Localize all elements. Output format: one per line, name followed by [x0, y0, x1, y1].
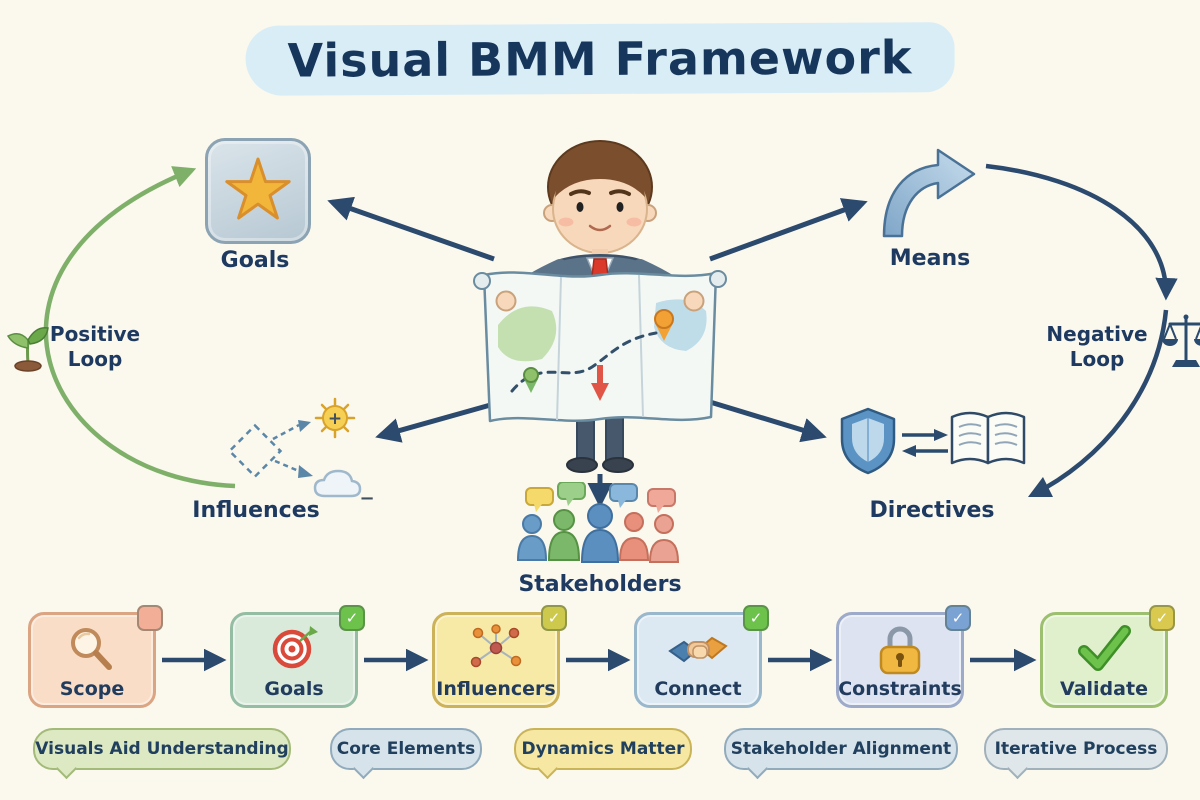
callout-label: Dynamics Matter [521, 739, 685, 759]
process-step-influencers: ✓ Influencers [432, 605, 567, 708]
callout-iterative-process: Iterative Process [984, 728, 1168, 780]
padlock-icon [879, 626, 921, 675]
negative-loop-line1: Negative [1046, 322, 1148, 346]
diamond-icon [227, 423, 283, 479]
status-badge [137, 605, 163, 631]
positive-loop-line2: Loop [67, 347, 123, 371]
badge-check: ✓ [749, 609, 763, 627]
influences-icons: + − [227, 397, 375, 508]
cloud-icon: − [313, 469, 375, 508]
badge-check: ✓ [345, 609, 359, 627]
node-goals-label: Goals [220, 248, 290, 273]
positive-loop-line1: Positive [49, 322, 141, 346]
negative-loop-line2: Loop [1069, 347, 1125, 371]
badge-check: ✓ [547, 609, 561, 627]
badge-check: ✓ [951, 609, 965, 627]
connector-center-means [709, 198, 868, 262]
page-title: Visual BMM Framework [245, 22, 955, 96]
callout-visuals-aid-understanding: Visuals Aid Understanding [33, 728, 291, 780]
process-step-validate: ✓ Validate [1040, 605, 1175, 708]
star-icon [205, 138, 311, 244]
speech-bubbles-icon [525, 482, 676, 513]
callout-core-elements: Core Elements [330, 728, 482, 780]
status-badge: ✓ [1149, 605, 1175, 631]
node-means-label: Means [889, 246, 971, 271]
node-directives-label: Directives [869, 498, 995, 523]
book-icon [950, 411, 1026, 465]
connector-center-directives [709, 399, 827, 443]
step-label: Scope [59, 678, 125, 700]
handshake-icon [668, 636, 728, 663]
node-influences-label: Influences [192, 498, 320, 523]
process-step-connect: ✓ Connect [634, 605, 769, 708]
curved-arrow-icon [882, 148, 976, 238]
sun-icon: + [314, 397, 356, 439]
negative-loop-arrow-bottom [1027, 309, 1169, 498]
network-icon [470, 624, 522, 668]
step-label: Validate [1060, 678, 1148, 700]
cloud-minus-symbol: − [359, 488, 374, 508]
dashed-arrow-icon [272, 420, 313, 478]
swap-arrows-icon [902, 429, 948, 457]
step-label: Connect [654, 678, 742, 700]
checkmark-icon [1078, 625, 1131, 671]
businessman-map-illustration [473, 140, 727, 473]
callout-label: Core Elements [336, 739, 476, 759]
negative-loop-label: Negative Loop [1042, 322, 1152, 372]
positive-loop-label: Positive Loop [40, 322, 150, 372]
scales-icon [1162, 314, 1200, 367]
people-speech-icon [516, 482, 680, 563]
badge-check: ✓ [1155, 609, 1169, 627]
sprout-icon [6, 327, 49, 372]
callout-label: Visuals Aid Understanding [35, 739, 289, 759]
magnifier-icon [71, 628, 112, 670]
process-step-goals: ✓ Goals [230, 605, 365, 708]
directives-icons [840, 407, 1026, 475]
sun-plus-symbol: + [328, 409, 342, 429]
process-step-scope: Scope [28, 605, 163, 708]
step-label: Influencers [436, 678, 556, 700]
step-label: Constraints [838, 678, 962, 700]
shield-icon [840, 407, 896, 475]
positive-loop-arrow [43, 166, 236, 489]
callout-stakeholder-alignment: Stakeholder Alignment [724, 728, 958, 780]
status-badge: ✓ [541, 605, 567, 631]
node-stakeholders-label: Stakeholders [518, 572, 682, 597]
callout-dynamics-matter: Dynamics Matter [514, 728, 692, 780]
connector-center-influences [375, 401, 495, 443]
status-badge: ✓ [743, 605, 769, 631]
negative-loop-arrow-top [985, 163, 1178, 301]
callout-label: Stakeholder Alignment [730, 739, 952, 759]
page-title-text: Visual BMM Framework [287, 30, 913, 88]
target-icon [272, 626, 318, 669]
connector-center-goals [327, 196, 495, 262]
step-label: Goals [264, 678, 324, 700]
status-badge: ✓ [339, 605, 365, 631]
process-step-constraints: ✓ Constraints [836, 605, 971, 708]
status-badge: ✓ [945, 605, 971, 631]
callout-label: Iterative Process [994, 739, 1158, 759]
people-group-icon [516, 503, 680, 563]
